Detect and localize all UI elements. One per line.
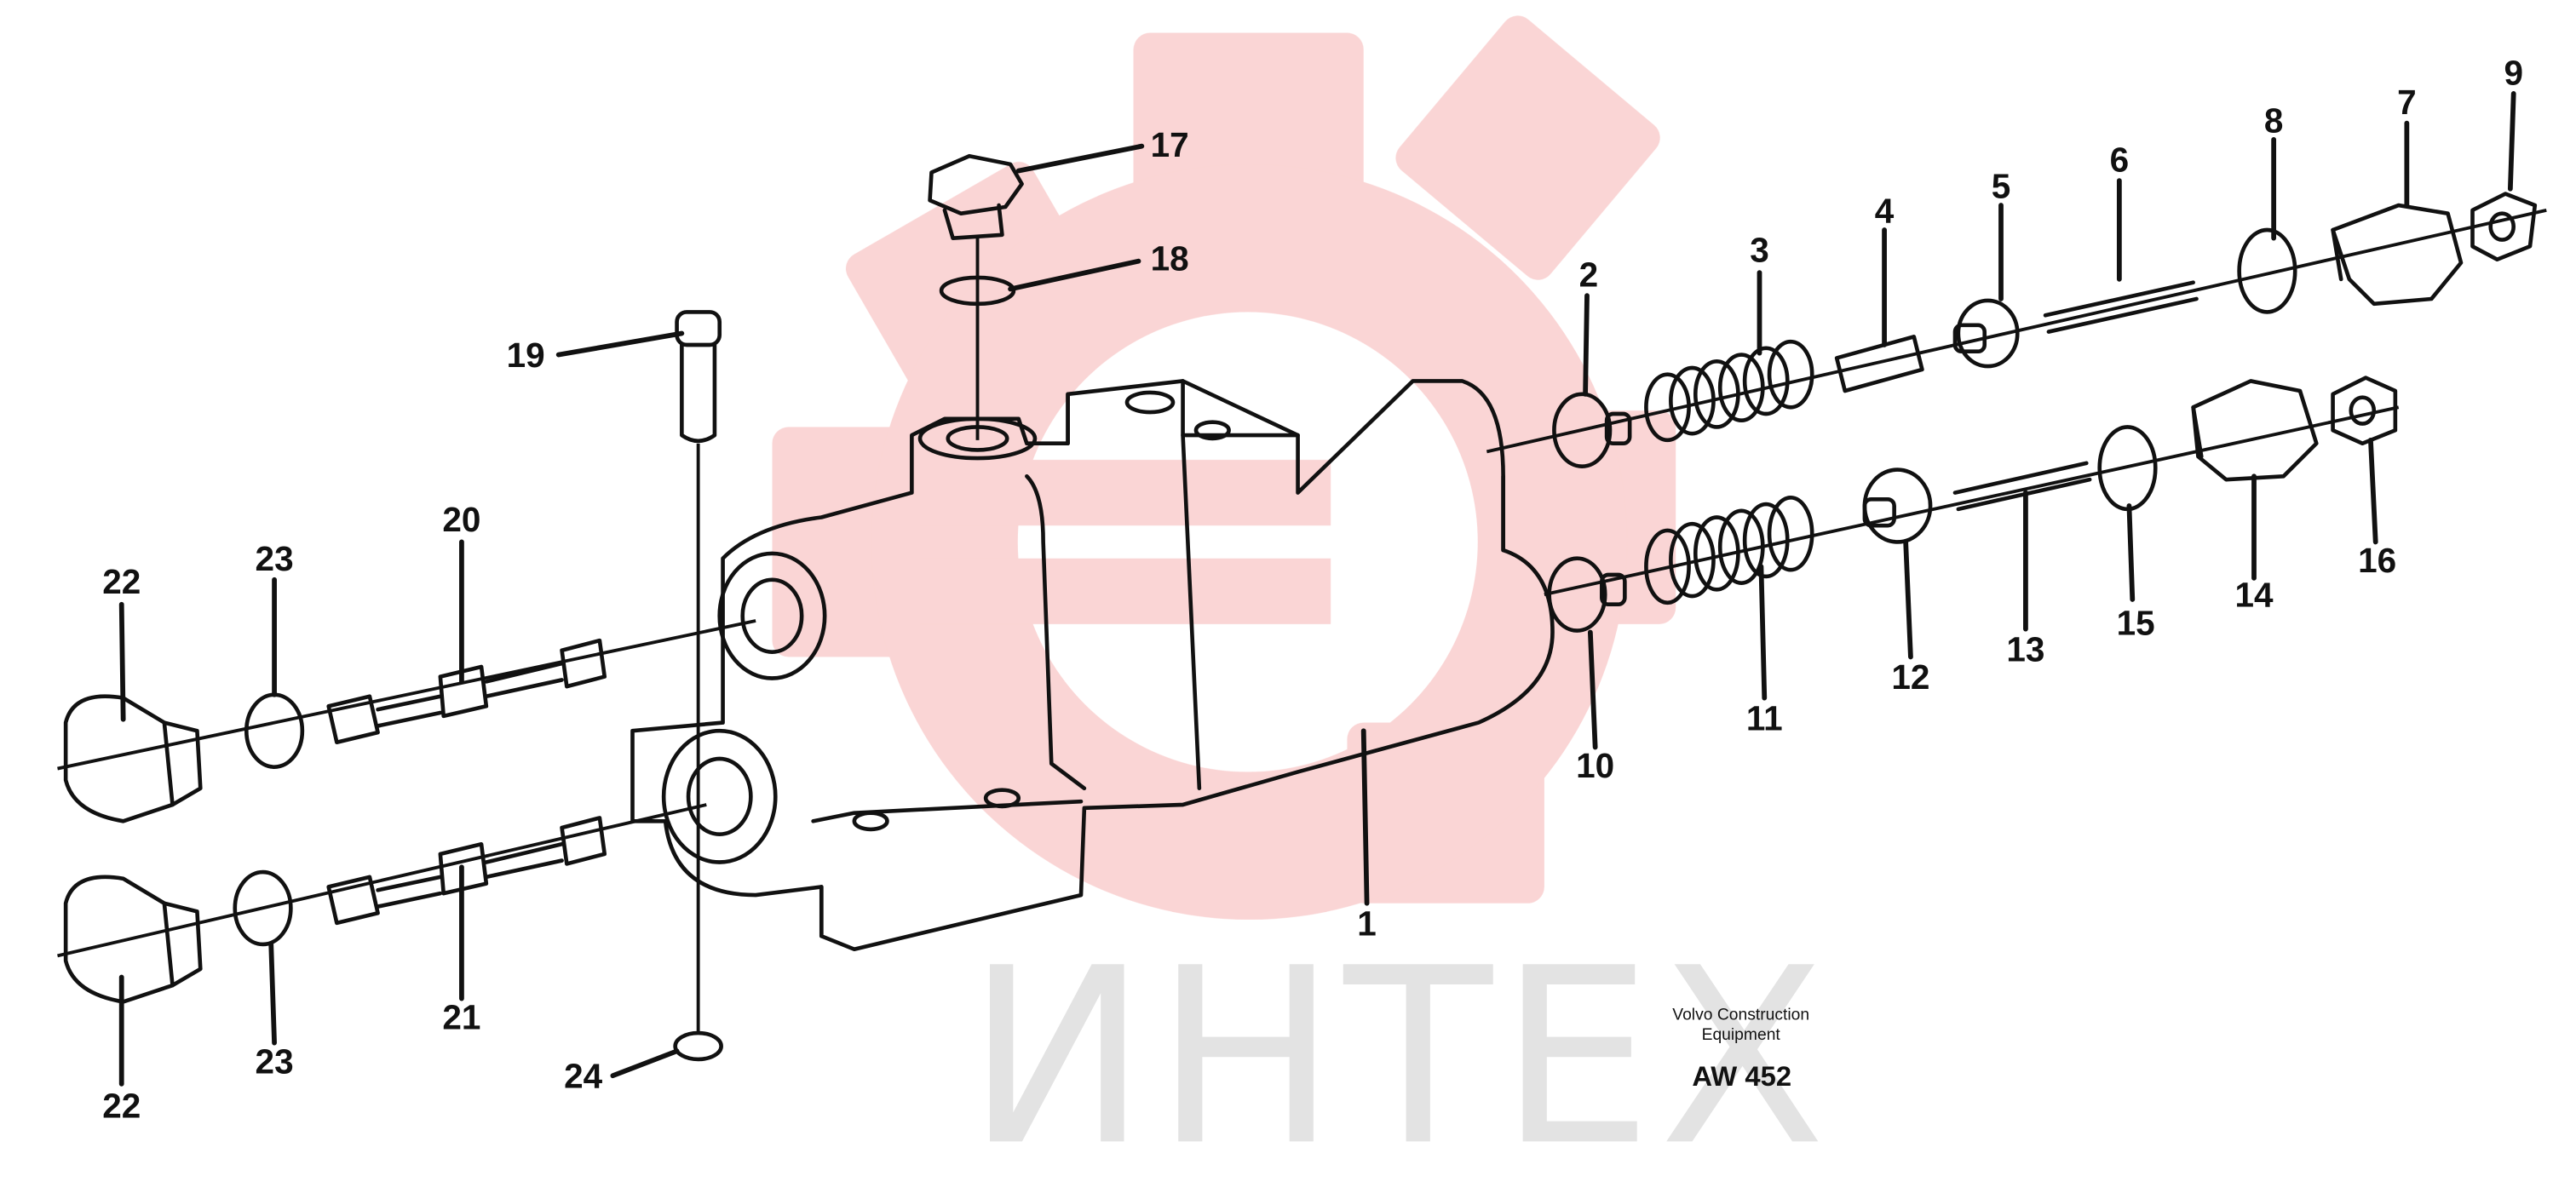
plug-22-upper [63,694,203,823]
callout-11: 11 [1745,700,1783,738]
callout-22-lower: 22 [102,1087,141,1127]
callout-1: 1 [1357,905,1377,944]
plug-22-lower [63,875,203,1004]
callout-6: 6 [2109,141,2130,181]
valve-body [630,379,1555,952]
callout-18: 18 [1150,240,1189,278]
callout-17: 17 [1150,127,1189,165]
exploded-parts-diagram: ИНТЕХ 1 2 3 4 5 6 7 8 9 10 11 12 13 14 1… [57,15,2547,1179]
callout-22-upper: 22 [102,564,141,602]
callout-19: 19 [506,337,545,376]
ring-23-lower [233,869,293,947]
callout-23-lower: 23 [255,1043,294,1081]
callout-10: 10 [1576,748,1615,786]
manufacturer-caption: Volvo Construction Equipment [1672,1007,1809,1046]
ring-23-upper [244,692,305,769]
gear-logo [772,15,1676,920]
callout-13: 13 [2006,631,2045,669]
diagram-drawing [57,15,2547,1087]
drawing-code: AW 452 [1692,1060,1792,1093]
ring-24 [673,1030,723,1062]
callout-12: 12 [1891,659,1930,697]
bolt-17 [928,153,1024,240]
callout-23-upper: 23 [255,541,294,579]
valve-train-upper [1552,192,2538,469]
pin-21 [326,816,607,926]
callout-9: 9 [2504,54,2523,93]
callout-15: 15 [2116,605,2155,644]
manufacturer-line-2: Equipment [1701,1026,1780,1045]
callout-4: 4 [1874,192,1895,231]
callout-7: 7 [2397,84,2417,123]
callout-24: 24 [564,1058,603,1097]
callout-20: 20 [442,502,481,540]
pin-20 [326,638,607,745]
leader-lines [118,91,2516,1087]
screw-19 [675,310,722,444]
callout-21: 21 [442,999,481,1037]
axis-lines [57,208,2547,1032]
watermark-text: ИНТЕХ [966,916,1832,1199]
callout-3: 3 [1750,232,1769,271]
callout-5: 5 [1991,168,2011,207]
callout-16: 16 [2358,542,2397,581]
callout-14: 14 [2234,577,2274,616]
manufacturer-line-1: Volvo Construction [1672,1007,1810,1025]
callout-2: 2 [1578,256,1599,295]
callout-8: 8 [2263,102,2284,141]
